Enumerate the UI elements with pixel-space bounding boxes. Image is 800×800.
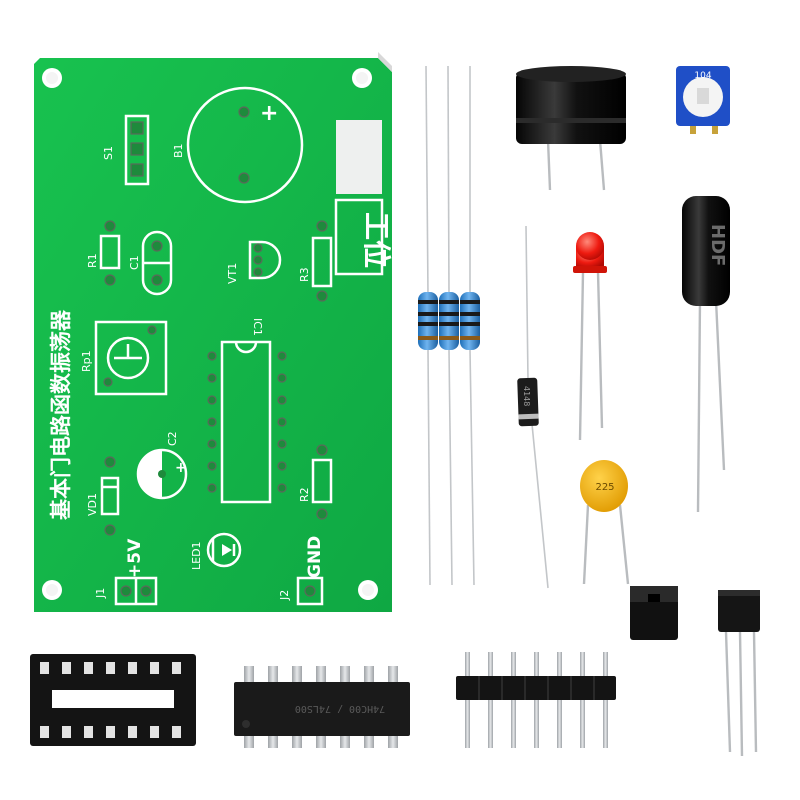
dip-ic-pins xyxy=(244,666,398,748)
label-title-box: 工位 xyxy=(334,198,393,276)
b1-plus-sign: + xyxy=(260,101,278,126)
resistor-group xyxy=(418,65,480,586)
j1-connector: +5V J1 xyxy=(94,538,158,606)
electrolytic-capacitor: HDF xyxy=(682,196,730,513)
buzzer xyxy=(516,66,626,191)
transistor xyxy=(718,590,760,757)
led xyxy=(573,232,607,441)
mounting-holes xyxy=(42,68,378,600)
trimmer-marking: 104 xyxy=(694,71,711,81)
ic1-label: IC1 xyxy=(251,318,264,336)
ceramic-capacitor: 225 xyxy=(580,460,630,585)
label-title-box-text: 工位 xyxy=(360,212,393,268)
pin-header-dividers xyxy=(478,676,595,700)
resistor-3 xyxy=(460,66,480,586)
resistor-2 xyxy=(439,65,459,586)
r1-footprint: R1 xyxy=(86,220,121,286)
electrolytic-cap-marking: HDF xyxy=(707,224,728,266)
r1-label: R1 xyxy=(86,253,99,268)
label-blank-area xyxy=(336,120,382,194)
dip-ic-chip: 74HC00 / 74LS00 xyxy=(234,666,410,748)
power-label: +5V xyxy=(125,538,145,578)
ic-socket-contacts xyxy=(40,662,181,738)
ic1-pads xyxy=(207,351,287,493)
vd1-footprint: VD1 xyxy=(86,456,120,536)
r2-label: R2 xyxy=(298,487,311,502)
led1-footprint: LED1 xyxy=(190,532,242,570)
c1-footprint: C1 xyxy=(128,230,173,296)
s1-footprint: S1 xyxy=(102,114,150,186)
ic1-footprint: IC1 xyxy=(207,318,287,504)
resistor-1 xyxy=(418,65,438,586)
s1-label: S1 xyxy=(102,146,115,160)
ic-socket xyxy=(30,654,196,746)
vd1-label: VD1 xyxy=(86,493,99,516)
r3-label: R3 xyxy=(298,267,311,282)
vt1-label: VT1 xyxy=(226,263,239,284)
b1-label: B1 xyxy=(172,143,185,158)
r3-footprint: R3 xyxy=(298,220,333,302)
diode: 4148 xyxy=(517,225,549,589)
c2-label: C2 xyxy=(166,431,179,446)
c2-footprint: + C2 xyxy=(136,431,188,500)
j1-label: J1 xyxy=(94,588,107,599)
jumper-cap xyxy=(630,586,678,640)
trimmer-potentiometer: 104 xyxy=(676,66,730,134)
r2-footprint: R2 xyxy=(298,444,333,520)
led1-label: LED1 xyxy=(190,541,203,570)
ground-label: GND xyxy=(305,536,325,578)
c1-label: C1 xyxy=(128,255,141,270)
c2-plus-sign: + xyxy=(175,460,187,476)
b1-footprint: + B1 xyxy=(172,86,304,204)
pcb-title-vertical: 基本门电路函数振荡器 xyxy=(49,309,73,520)
j2-connector: GND J2 xyxy=(278,536,325,606)
ic-marking: 74HC00 / 74LS00 xyxy=(295,703,385,714)
diode-marking: 4148 xyxy=(522,386,531,406)
rp1-footprint: Rp1 xyxy=(80,320,168,396)
pin-header xyxy=(456,652,616,748)
vt1-footprint: VT1 xyxy=(226,240,282,284)
rp1-label: Rp1 xyxy=(80,350,93,372)
j2-label: J2 xyxy=(278,590,291,601)
ceramic-cap-marking: 225 xyxy=(595,482,614,493)
pcb-board: 基本门电路函数振荡器 工位 S1 + B1 R1 xyxy=(34,52,393,612)
